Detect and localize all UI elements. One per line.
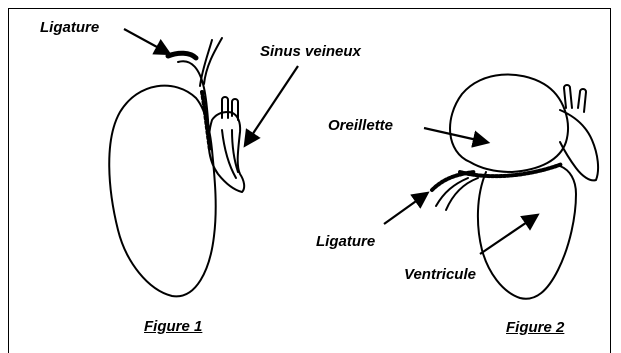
figure1-ventricle	[109, 86, 215, 297]
figure1-ligature-arrow	[124, 29, 168, 53]
figure2-ligature-arrow	[384, 194, 426, 224]
figure2-caption: Figure 2	[506, 320, 564, 335]
figure2-arrows	[384, 128, 536, 254]
figure2-ligature-label: Ligature	[316, 234, 375, 249]
figure2-atrium	[450, 75, 568, 172]
figure1-heart	[109, 38, 244, 296]
figure2-ventricule-arrow	[480, 216, 536, 254]
figure1-sinus-label: Sinus veineux	[260, 44, 361, 59]
figure2-ligature-strand-2	[446, 178, 478, 210]
figure2-ventricle	[478, 166, 576, 299]
figure1-ligature-knot	[168, 53, 196, 58]
figure1-sinus-vein-1	[222, 97, 228, 118]
figure1-ligature-label: Ligature	[40, 20, 99, 35]
figure2-vein-1	[564, 85, 572, 108]
figure1-sinus-vein-2	[232, 99, 238, 120]
figure1-caption: Figure 1	[144, 319, 202, 334]
figure2-oreillette-label: Oreillette	[328, 118, 393, 133]
figure2-ventricule-label: Ventricule	[404, 267, 476, 282]
figure1-sinus-arrow	[246, 66, 298, 144]
figure2-oreillette-arrow	[424, 128, 486, 142]
figure2-vein-2	[578, 89, 586, 112]
